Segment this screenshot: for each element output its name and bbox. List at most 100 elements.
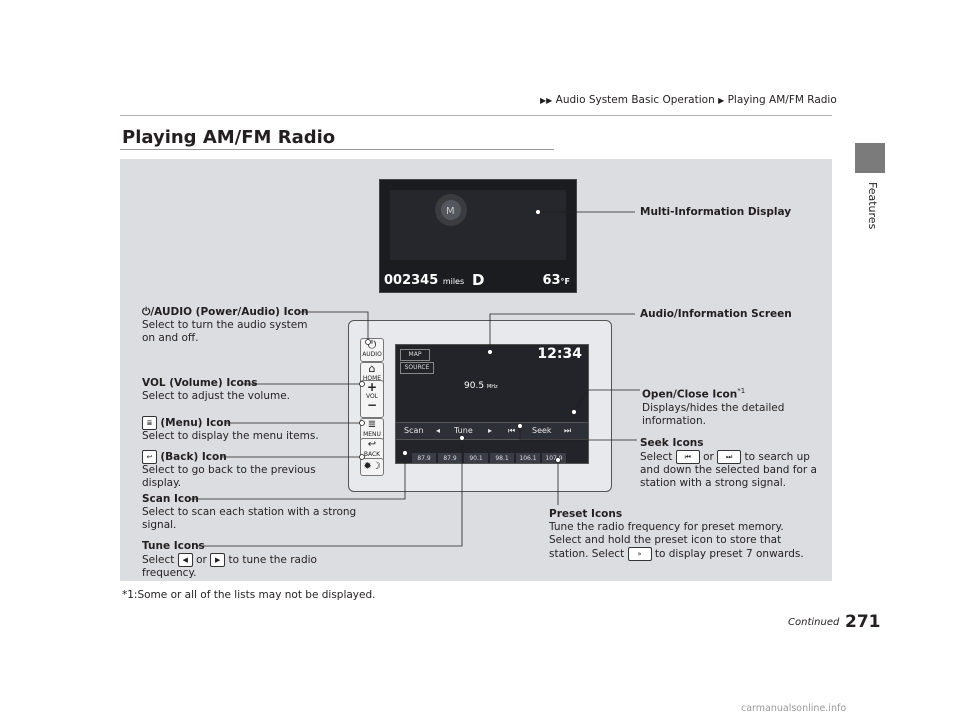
odometer-value: 002345: [384, 273, 439, 288]
openclose-footnote-ref: *1: [737, 387, 746, 395]
back-button-label: BACK: [363, 451, 381, 458]
back-callout: ↩ (Back) Icon Select to go back to the p…: [142, 450, 316, 490]
mid-artwork: M: [390, 190, 566, 260]
preset-callout: Preset Icons Tune the radio frequency fo…: [549, 508, 804, 561]
home-icon: ⌂: [368, 362, 376, 375]
volume-up-icon: +: [366, 380, 378, 394]
seek-callout-title: Seek Icons: [640, 437, 704, 449]
preset-callout-desc2: Select and hold the preset icon to store…: [549, 534, 782, 546]
power-callout-desc2: on and off.: [142, 332, 199, 344]
volume-down-icon: −: [366, 398, 378, 412]
tune-callout-select: Select: [142, 554, 175, 566]
preset-button[interactable]: 90.1: [464, 453, 488, 463]
power-callout-desc1: Select to turn the audio system: [142, 319, 308, 331]
breadcrumb-part1[interactable]: Audio System Basic Operation: [555, 94, 715, 106]
seek-callout-select: Select: [640, 451, 673, 463]
breadcrumb-part2[interactable]: Playing AM/FM Radio: [727, 94, 837, 106]
tune-callout: Tune Icons Select ◀ or ▶ to tune the rad…: [142, 540, 317, 580]
home-button-label: HOME: [362, 375, 382, 382]
watermark: carmanualsonline.info: [741, 703, 847, 714]
tune-callout-desc: to tune the radio: [228, 554, 317, 566]
more-presets-icon: »: [627, 547, 652, 561]
frequency-unit: MHz: [486, 384, 498, 390]
breadcrumb-arrow-icon: ▶▶: [540, 96, 553, 105]
preset-callout-desc1: Tune the radio frequency for preset memo…: [549, 521, 784, 533]
menu-callout-desc: Select to display the menu items.: [142, 430, 319, 442]
volume-label: VOL: [365, 393, 379, 400]
tune-label: Tune: [454, 426, 473, 435]
seek-label: Seek: [532, 426, 552, 435]
svg-text:M: M: [446, 206, 455, 217]
preset-button[interactable]: 98.1: [490, 453, 514, 463]
footnote: *1:Some or all of the lists may not be d…: [122, 589, 376, 601]
preset-button[interactable]: 107.9: [542, 453, 566, 463]
preset-callout-desc3a: station. Select: [549, 548, 625, 560]
preset-button[interactable]: 106.1: [516, 453, 540, 463]
seek-forward-icon: ⏭: [717, 450, 742, 464]
seek-callout-desc3: station with a strong signal.: [640, 477, 787, 489]
odometer: 002345 miles: [384, 273, 464, 288]
temperature: 63°F: [542, 273, 570, 288]
scan-callout: Scan Icon Select to scan each station wi…: [142, 493, 356, 532]
back-callout-desc1: Select to go back to the previous: [142, 464, 316, 476]
power-icon: ⏻: [367, 338, 377, 351]
power-audio-button[interactable]: ⏻ AUDIO: [360, 338, 384, 362]
power-button-label: AUDIO: [362, 351, 382, 358]
openclose-callout-title: Open/Close Icon: [642, 388, 738, 401]
scan-callout-desc2: signal.: [142, 519, 177, 531]
map-button[interactable]: MAP: [400, 349, 430, 361]
preset-callout-title: Preset Icons: [549, 508, 623, 520]
title-rule: [120, 149, 554, 150]
volume-buttons[interactable]: + VOL −: [360, 380, 384, 418]
tune-left-icon: ◀: [177, 553, 193, 567]
volume-callout-title: VOL (Volume) Icons: [142, 377, 258, 389]
frequency-readout: 90.5 MHz: [464, 381, 498, 391]
power-icon: ⏻: [142, 306, 151, 318]
audio-information-screen: MAP SOURCE 12:34 90.5 MHz Scan ◂ Tune ▸ …: [395, 344, 589, 464]
breadcrumb: ▶▶ Audio System Basic Operation ▶ Playin…: [540, 94, 837, 106]
breadcrumb-arrow-icon: ▶: [718, 96, 725, 105]
seek-up-icon[interactable]: ⏭: [564, 426, 572, 435]
screen-callout: Audio/Information Screen: [640, 308, 792, 321]
scan-callout-title: Scan Icon: [142, 493, 199, 505]
frequency-value: 90.5: [464, 381, 485, 391]
seek-callout-desc2: and down the selected band for a: [640, 464, 817, 476]
openclose-callout-desc2: information.: [642, 414, 706, 427]
page-number: 271: [845, 612, 881, 632]
clock: 12:34: [537, 346, 582, 362]
preset-callout-desc3b: to display preset 7 onwards.: [654, 548, 804, 560]
tune-callout-or: or: [196, 554, 207, 566]
back-callout-desc2: display.: [142, 477, 182, 489]
tune-callout-desc2: frequency.: [142, 567, 197, 579]
gear-indicator: D: [472, 271, 485, 289]
tune-callout-title: Tune Icons: [142, 540, 205, 552]
seek-callout-desc: to search up: [744, 451, 810, 463]
preset-button[interactable]: 87.9: [412, 453, 436, 463]
seek-callout: Seek Icons Select ⏮ or ⏭ to search up an…: [640, 437, 817, 490]
power-callout-title: /AUDIO (Power/Audio) Icon: [150, 306, 309, 318]
back-icon: ↩: [142, 450, 157, 464]
menu-button-label: MENU: [363, 431, 381, 438]
preset-button[interactable]: 87.9: [438, 453, 462, 463]
source-button[interactable]: SOURCE: [400, 362, 434, 374]
openclose-callout: Open/Close Icon*1 Displays/hides the det…: [642, 385, 784, 428]
control-bar: Scan ◂ Tune ▸ ⏮ Seek ⏭: [396, 422, 588, 440]
menu-icon: ≣: [142, 416, 157, 430]
menu-icon: ≣: [367, 419, 377, 430]
page-title: Playing AM/FM Radio: [122, 127, 336, 148]
brightness-button[interactable]: ✹☽: [360, 458, 384, 476]
temperature-value: 63: [542, 273, 561, 288]
tune-down-icon[interactable]: ◂: [436, 426, 441, 435]
header-rule: [120, 115, 832, 116]
brightness-icon: ✹☽: [363, 461, 381, 472]
scan-button[interactable]: Scan: [404, 426, 424, 435]
seek-callout-or: or: [703, 451, 714, 463]
mid-callout-title: Multi-Information Display: [640, 206, 792, 218]
temperature-unit: °F: [560, 277, 570, 286]
tune-right-icon: ▶: [210, 553, 226, 567]
power-callout: ⏻/AUDIO (Power/Audio) Icon Select to tur…: [142, 306, 308, 345]
tune-up-icon[interactable]: ▸: [488, 426, 493, 435]
seek-down-icon[interactable]: ⏮: [508, 426, 516, 435]
back-callout-title: (Back) Icon: [160, 451, 227, 463]
